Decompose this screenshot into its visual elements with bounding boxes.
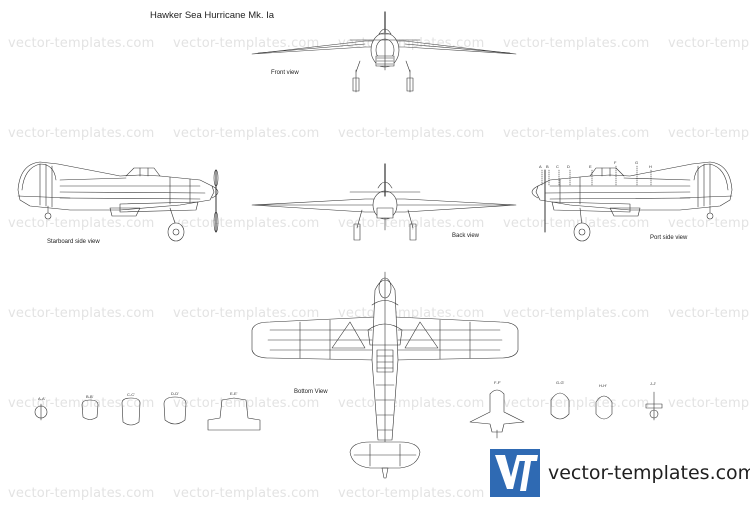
drawing-title: Hawker Sea Hurricane Mk. Ia [150,10,275,21]
watermark: vector-templates.com [338,216,485,231]
watermark: vector-templates.com [173,486,320,501]
watermark: vector-templates.com [668,396,750,411]
watermark: vector-templates.com [668,216,750,231]
watermark: vector-templates.com [338,126,485,141]
section-marker: E [589,164,592,169]
brand-text: vector-templates.com [548,462,750,484]
watermark: vector-templates.com [668,36,750,51]
section-marker: H [649,164,652,169]
watermark: vector-templates.com [173,36,320,51]
section-label: C-C' [127,392,135,397]
front-view-label: Front view [271,70,299,76]
cross-sections-left [34,396,261,431]
back-view-label: Back view [452,233,480,239]
watermark: vector-templates.com [8,306,155,321]
section-label: E-E' [230,391,238,396]
vt-logo-icon [495,455,538,491]
watermark: vector-templates.com [173,216,320,231]
bottom-view-drawing [251,271,519,479]
bottom-view-label: Bottom View [294,389,328,395]
section-marker: C [556,164,559,169]
section-label: J-J' [650,381,657,386]
front-view-drawing [251,11,517,93]
starboard-view-drawing [17,161,219,242]
section-label: F-F' [494,380,501,385]
port-view-label: Port side view [650,235,688,241]
watermark: vector-templates.com [503,396,650,411]
watermark: vector-templates.com [503,126,650,141]
starboard-view-label: Starboard side view [47,239,100,245]
brand-logo [490,449,540,497]
watermark: vector-templates.com [173,306,320,321]
section-label: G-G' [556,380,565,385]
back-view-drawing [251,163,517,241]
watermark: vector-templates.com [8,216,155,231]
watermark: vector-templates.com [8,486,155,501]
section-label: H-H' [599,383,607,388]
watermark: vector-templates.com [668,306,750,321]
section-marker: B [546,164,549,169]
watermark: vector-templates.com [503,306,650,321]
section-label: D-D' [171,391,179,396]
watermark: vector-templates.com [668,126,750,141]
cross-sections-right [469,389,663,439]
section-label: A-A' [38,396,46,401]
port-view-drawing [531,161,733,242]
watermark: vector-templates.com [503,36,650,51]
section-marker: A [539,164,542,169]
section-marker: F [614,160,617,165]
watermark: vector-templates.com [338,486,485,501]
section-label: B-B' [86,394,94,399]
watermark: vector-templates.com [503,216,650,231]
section-marker: G [635,160,639,165]
watermark: vector-templates.com [173,126,320,141]
section-marker: D [567,164,570,169]
watermark: vector-templates.com [8,36,155,51]
watermark: vector-templates.com [8,126,155,141]
watermark: vector-templates.com [338,396,485,411]
